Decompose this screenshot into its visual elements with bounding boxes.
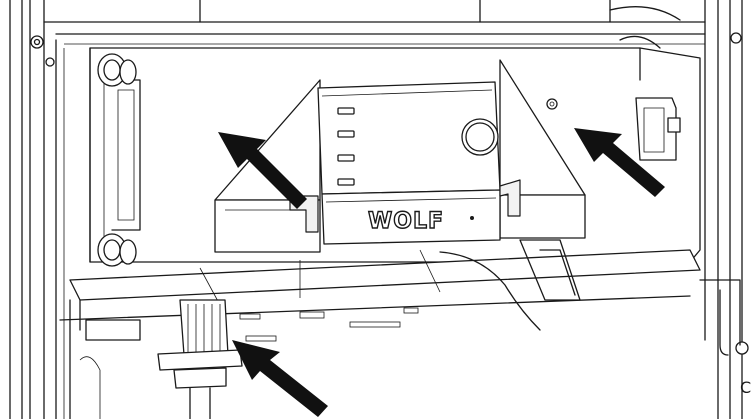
control-housing-left-cover	[214, 79, 321, 253]
control-housing-right-cover	[499, 59, 586, 239]
status-led-4	[337, 178, 355, 186]
svg-text:C: C	[740, 378, 751, 397]
mounting-knob-bottom	[97, 233, 137, 267]
brand-logo: WOLF	[368, 209, 444, 234]
mounting-knob-top	[97, 53, 137, 87]
right-latch	[635, 97, 681, 161]
left-frame-rail	[9, 0, 65, 419]
arrow-upper-right	[574, 128, 665, 197]
right-frame-rail: C	[699, 0, 751, 419]
status-led-2	[337, 130, 355, 138]
status-led-1	[337, 107, 355, 115]
top-cross-rail	[43, 0, 706, 45]
brand-strip: WOLF	[321, 189, 501, 245]
control-panel-fascia	[317, 81, 501, 195]
lower-tray	[59, 239, 701, 419]
cable-connector-plug	[157, 299, 243, 419]
side-clip-right	[499, 179, 521, 217]
arrow-upper-left	[218, 132, 307, 209]
arrow-lower-center	[232, 340, 328, 417]
rotary-knob	[461, 118, 499, 156]
status-led-3	[337, 154, 355, 162]
